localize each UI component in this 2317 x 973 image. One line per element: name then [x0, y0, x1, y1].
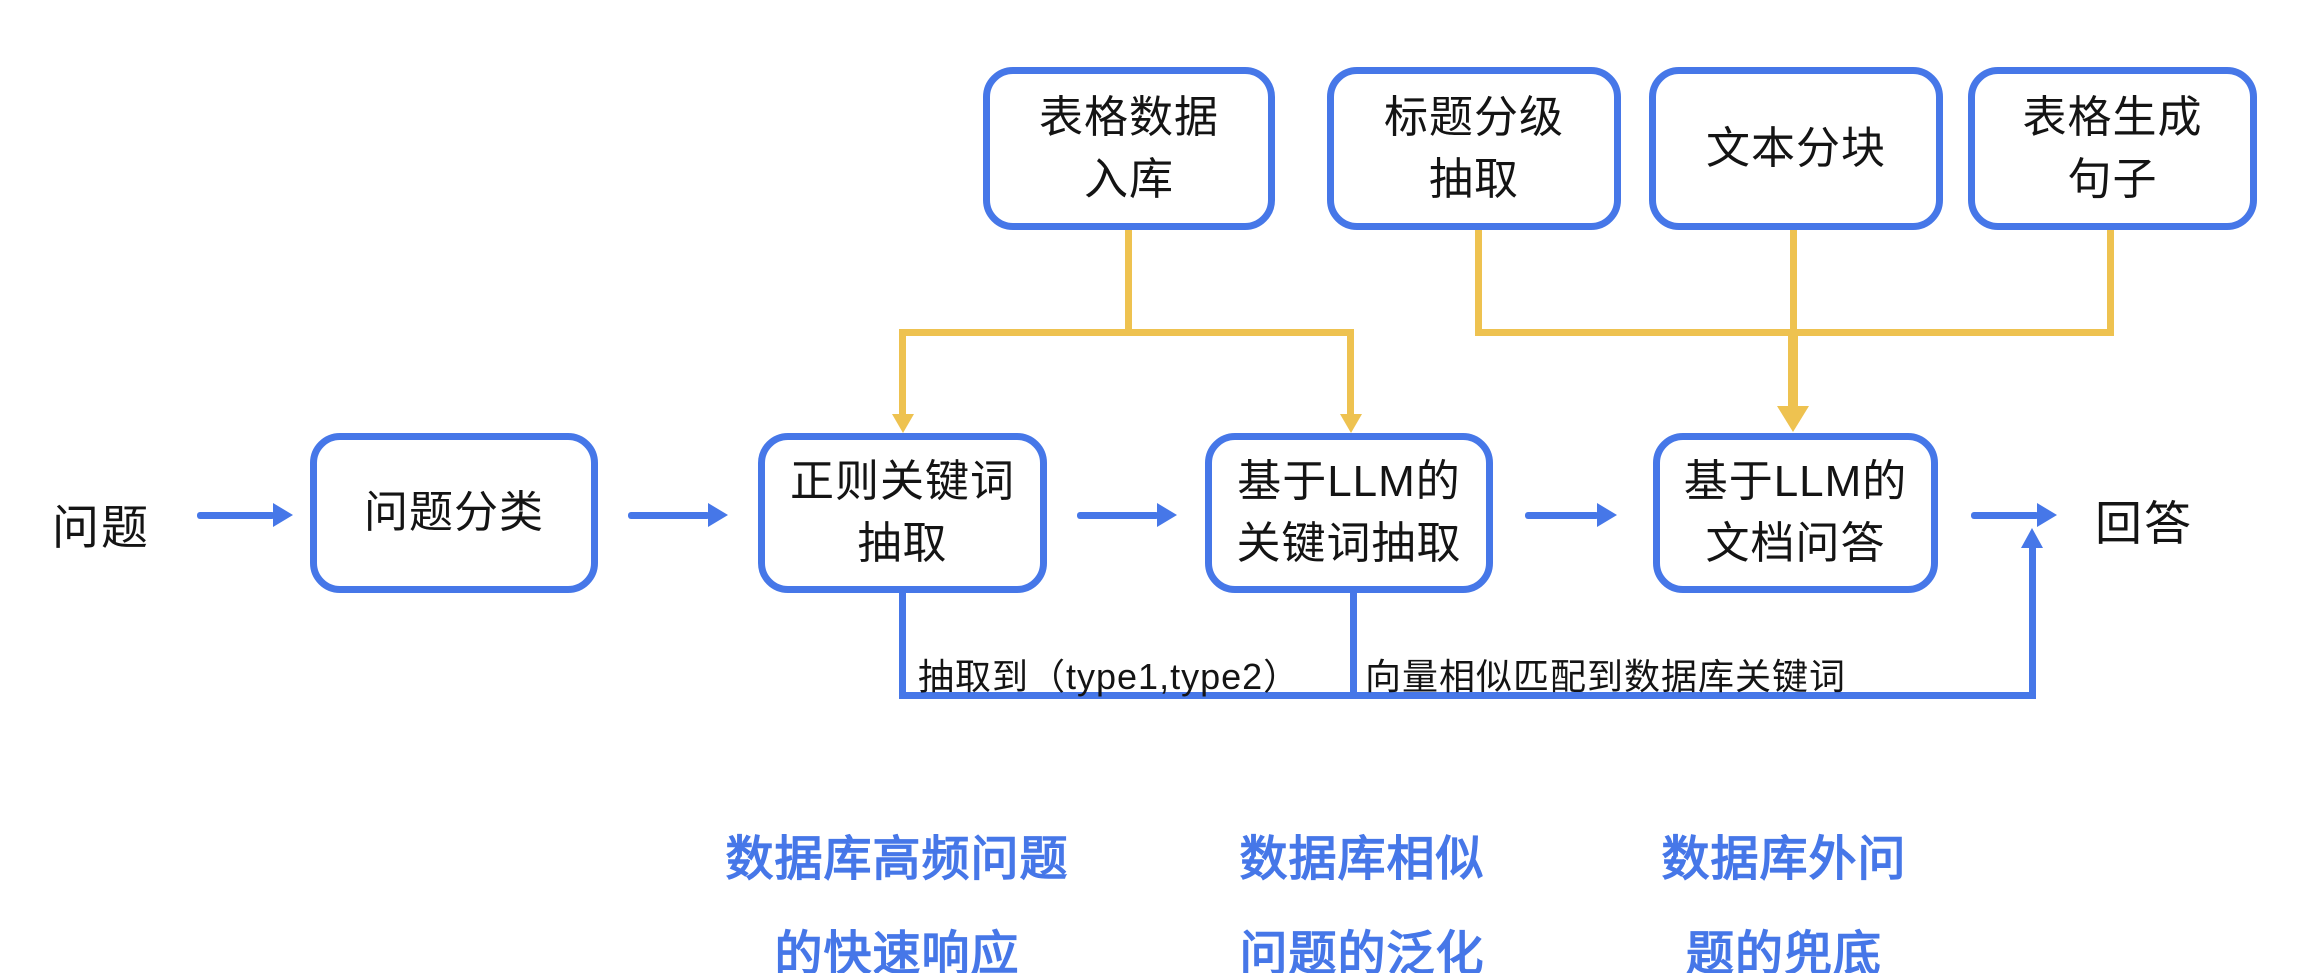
caption-high-freq-response: 数据库高频问题 的快速响应 [687, 812, 1107, 973]
node-llm-keyword-extract: 基于LLM的 关键词抽取 [1205, 433, 1493, 593]
edge-rail-to-docqa-line [1788, 332, 1798, 410]
node-llm-keyword-extract-line1: 基于LLM的 [1237, 457, 1461, 506]
node-question-classify-line1: 问题分类 [364, 488, 544, 537]
node-title-level-extract-line1: 标题分级 [1384, 92, 1564, 142]
node-title-level-extract: 标题分级 抽取 [1327, 67, 1621, 230]
edge-table-data-down-line [1125, 230, 1132, 332]
caption-out-of-db-fallback-line2: 题的兜底 [1685, 928, 1882, 973]
edge-table-sentence-down-line [2107, 230, 2114, 332]
edge-regex-bypass-down-line [899, 593, 906, 695]
edge-rail-to-regex-line [899, 329, 906, 417]
arrowhead-right-icon [273, 503, 293, 527]
arrowhead-right-icon [1597, 503, 1617, 527]
arrow-llm-keyword-to-docqa [1525, 500, 1617, 530]
node-llm-doc-qa-line2: 文档问答 [1705, 519, 1886, 568]
edge-bypass-up-line [2029, 546, 2036, 699]
caption-similar-generalize-line2: 问题的泛化 [1239, 928, 1485, 973]
arrow-shaft [1971, 511, 2039, 519]
edge-label-vector-match: 向量相似匹配到数据库关键词 [1365, 656, 1847, 697]
node-table-to-sentence: 表格生成 句子 [1968, 67, 2257, 230]
input-question-label: 问题 [52, 501, 150, 554]
node-table-data-ingest-line2: 入库 [1084, 154, 1174, 204]
node-text-chunking: 文本分块 [1649, 67, 1943, 230]
node-question-classify: 问题分类 [310, 433, 598, 593]
edge-bypass-horizontal-line [899, 692, 2036, 699]
edge-llm-keyword-bypass-down-line [1350, 592, 1357, 695]
arrowhead-into-llm-keyword-icon [1340, 414, 1362, 433]
node-regex-keyword-extract-line1: 正则关键词 [790, 457, 1015, 506]
edge-title-level-down-line [1475, 230, 1482, 332]
arrow-shaft [1077, 511, 1159, 519]
edge-left-rail [899, 329, 1354, 336]
edge-text-chunk-down-line [1790, 230, 1797, 332]
caption-out-of-db-fallback-line1: 数据库外问 [1661, 833, 1907, 886]
arrowhead-right-icon [708, 503, 728, 527]
arrow-shaft [1525, 511, 1599, 519]
arrowhead-into-answer-icon [2021, 528, 2043, 548]
edge-rail-to-llm-keyword-line [1347, 329, 1354, 417]
caption-similar-generalize-line1: 数据库相似 [1239, 833, 1485, 886]
caption-out-of-db-fallback: 数据库外问 题的兜底 [1574, 812, 1994, 973]
output-answer-label: 回答 [2095, 497, 2193, 550]
node-llm-doc-qa: 基于LLM的 文档问答 [1653, 433, 1938, 593]
arrow-regex-to-llm-keyword [1077, 500, 1177, 530]
node-llm-keyword-extract-line2: 关键词抽取 [1236, 519, 1462, 568]
arrow-shaft [628, 511, 710, 519]
arrowhead-right-icon [1157, 503, 1177, 527]
arrowhead-into-docqa-icon [1777, 406, 1809, 432]
node-table-data-ingest: 表格数据 入库 [983, 67, 1275, 230]
node-table-data-ingest-line1: 表格数据 [1039, 92, 1219, 142]
caption-similar-generalize: 数据库相似 问题的泛化 [1152, 812, 1572, 973]
node-regex-keyword-extract-line2: 抽取 [857, 519, 948, 568]
node-title-level-extract-line2: 抽取 [1429, 154, 1519, 204]
caption-high-freq-response-line1: 数据库高频问题 [725, 833, 1069, 886]
node-table-to-sentence-line2: 句子 [2067, 154, 2158, 204]
arrow-docqa-to-answer [1971, 500, 2057, 530]
node-text-chunking-line1: 文本分块 [1706, 123, 1886, 173]
arrowhead-right-icon [2037, 503, 2057, 527]
arrow-question-to-classify [197, 500, 293, 530]
node-table-to-sentence-line1: 表格生成 [2022, 92, 2203, 142]
arrow-classify-to-regex [628, 500, 728, 530]
caption-high-freq-response-line2: 的快速响应 [774, 928, 1020, 973]
node-llm-doc-qa-line1: 基于LLM的 [1683, 457, 1908, 506]
arrowhead-into-regex-icon [892, 414, 914, 433]
arrow-shaft [197, 511, 275, 519]
edge-label-extracted-types: 抽取到（type1,type2） [918, 656, 1301, 697]
node-regex-keyword-extract: 正则关键词 抽取 [758, 433, 1047, 593]
